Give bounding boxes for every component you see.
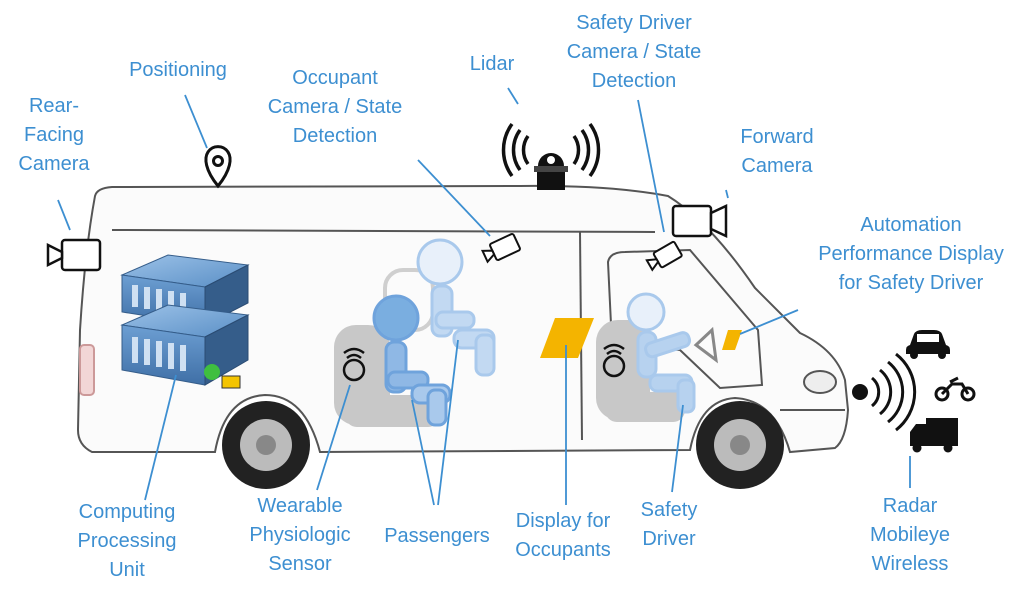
- leader-positioning: [184, 94, 208, 149]
- headlight: [803, 370, 837, 394]
- rear-light: [79, 344, 95, 396]
- location-pin-icon: [204, 145, 232, 189]
- label-wearable-sensor: Wearable Physiologic Sensor: [249, 495, 351, 575]
- wearable-sensor-icon: [342, 347, 366, 382]
- label-safety-driver-camera: Safety Driver Camera / State Detection: [566, 12, 702, 92]
- leader-occupant-camera: [417, 159, 491, 237]
- leader-safety-driver: [671, 404, 684, 493]
- front-wheel: [696, 401, 784, 489]
- truck-icon: [910, 418, 958, 453]
- lidar-icon: [501, 122, 601, 190]
- passenger-figure-rear: [416, 238, 496, 377]
- van-window-frame: [606, 248, 764, 390]
- leader-wearable: [316, 384, 351, 491]
- motorcycle-icon: [934, 376, 976, 402]
- leader-passenger-a: [411, 399, 435, 506]
- label-radar: Radar Mobileye Wireless: [869, 495, 951, 575]
- leader-driver-camera: [637, 99, 665, 233]
- leader-computing: [144, 374, 177, 501]
- leader-passenger-b: [437, 339, 459, 506]
- wearable-sensor-icon: [602, 343, 626, 378]
- label-forward-camera: Forward Camera: [740, 126, 814, 177]
- label-rear-camera: Rear- Facing Camera: [18, 95, 90, 175]
- car-icon: [906, 330, 950, 359]
- leader-automation-display: [739, 309, 799, 335]
- server-lower: [120, 304, 250, 389]
- label-positioning: Positioning: [129, 59, 227, 81]
- leader-lines: [57, 87, 911, 506]
- label-occupant-camera: Occupant Camera / State Detection: [267, 67, 403, 147]
- camera-icon: [671, 204, 728, 238]
- rear-wheel: [222, 401, 310, 489]
- driver-automation-display: [722, 330, 742, 350]
- occupant-display: [540, 318, 594, 358]
- label-display-occupants: Display for Occupants: [515, 510, 611, 561]
- label-lidar: Lidar: [469, 53, 515, 75]
- steering-wheel: [693, 326, 718, 364]
- safety-driver-figure: [626, 292, 696, 414]
- label-passengers: Passengers: [384, 525, 490, 547]
- camera-icon: [645, 240, 683, 272]
- label-automation-display: Automation Performance Display for Safet…: [818, 214, 1004, 294]
- leader-lidar: [507, 87, 519, 105]
- passenger-figure-front: [372, 294, 452, 427]
- radar-wave-icon: [852, 352, 917, 432]
- label-safety-driver: Safety Driver: [640, 499, 698, 550]
- leader-rear-camera: [57, 199, 71, 231]
- server-icon: [120, 254, 250, 389]
- label-computing-unit: Computing Processing Unit: [77, 501, 177, 581]
- camera-icon: [46, 238, 102, 272]
- camera-icon: [480, 233, 521, 264]
- leader-forward-camera: [725, 189, 729, 199]
- van-roof-line: [111, 229, 656, 233]
